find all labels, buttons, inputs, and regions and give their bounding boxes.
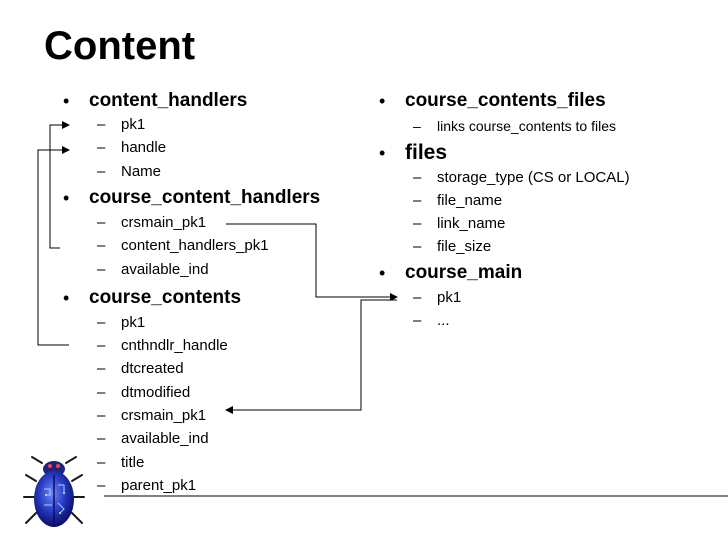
list-item: –crsmain_pk1: [97, 214, 207, 231]
list-item: –title: [97, 454, 145, 471]
list-item: –file_name: [413, 192, 503, 209]
list-item: –pk1: [413, 289, 462, 306]
list-item: –pk1: [97, 116, 146, 133]
bullet-course-contents-files: • course_contents_files: [379, 90, 606, 111]
connector-cc-crsmain: [225, 299, 397, 414]
bullet-course-main: • course_main: [379, 262, 523, 283]
bullet-course-contents: • course_contents: [63, 287, 242, 308]
bullet-files: • files: [379, 141, 448, 164]
list-item: –Name: [97, 163, 162, 180]
list-item: –pk1: [97, 314, 146, 331]
list-item: –available_ind: [97, 430, 209, 447]
list-item: –dtmodified: [97, 384, 191, 401]
list-item: –link_name: [413, 215, 506, 232]
connector-content-handlers-pk1: [49, 121, 70, 249]
list-item: –storage_type (CS or LOCAL): [413, 169, 630, 186]
connector-cch-crsmain: [226, 223, 398, 301]
list-item: –crsmain_pk1: [97, 407, 207, 424]
bullet-content-handlers: • content_handlers: [63, 90, 248, 111]
list-item: –cnthndlr_handle: [97, 337, 228, 354]
list-item: –available_ind: [97, 261, 209, 278]
list-item: –dtcreated: [97, 360, 184, 377]
list-item: –handle: [97, 139, 167, 156]
slide-title: Content: [44, 24, 196, 68]
bullet-course-content-handlers: • course_content_handlers: [63, 187, 321, 208]
list-item: –links course_contents to files: [413, 118, 616, 134]
blue-beetle-logo: [23, 456, 85, 527]
list-item: –file_size: [413, 238, 492, 255]
list-item: –content_handlers_pk1: [97, 237, 269, 254]
list-item: –parent_pk1: [97, 477, 197, 494]
list-item: –...: [413, 312, 450, 329]
